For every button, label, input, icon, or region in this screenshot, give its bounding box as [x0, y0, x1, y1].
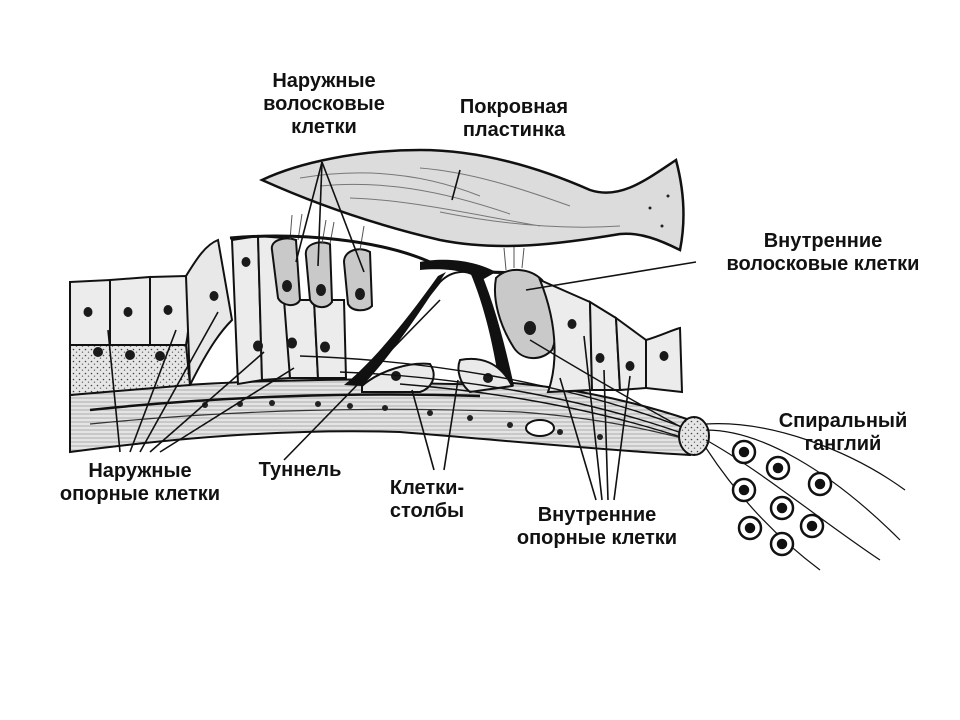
- label-line: Внутренние: [537, 504, 657, 526]
- label-outer-hair-cells: Наружные волосковые клетки: [246, 70, 402, 139]
- label-line: волосковые: [263, 93, 385, 115]
- tunnel-of-corti-art: [344, 259, 514, 388]
- outer-hair-cells-art: [270, 213, 374, 312]
- label-inner-hair-cells: Внутренние волосковые клетки: [698, 230, 948, 276]
- label-line: Внутренние: [763, 230, 883, 252]
- label-line: Покровная: [459, 96, 569, 118]
- label-line: Клетки-: [389, 477, 465, 499]
- label-line: Спиральный: [778, 410, 908, 432]
- inner-hair-cell-art: [494, 246, 558, 359]
- label-tectorial-membrane: Покровная пластинка: [436, 96, 592, 142]
- label-line: опорные клетки: [516, 527, 678, 549]
- label-spiral-ganglion: Спиральный ганглий: [758, 410, 928, 456]
- label-line: Наружные: [88, 460, 192, 482]
- label-line: опорные клетки: [59, 483, 221, 505]
- label-tunnel: Туннель: [250, 459, 350, 482]
- label-line: волосковые клетки: [726, 253, 920, 275]
- label-inner-supporting-cells: Внутренние опорные клетки: [490, 504, 704, 550]
- label-line: Туннель: [258, 459, 342, 481]
- tectorial-membrane-art: [259, 148, 685, 252]
- nerve-fibers-art: [299, 339, 691, 441]
- label-line: ганглий: [804, 433, 882, 455]
- label-line: Наружные: [272, 70, 376, 92]
- spiral-ganglion-art: [678, 416, 906, 571]
- basilar-membrane: [69, 378, 691, 457]
- inner-supporting-cells-art: [538, 278, 684, 394]
- label-line: столбы: [389, 500, 465, 522]
- label-pillar-cells: Клетки- столбы: [372, 477, 482, 523]
- label-outer-supporting-cells: Наружные опорные клетки: [40, 460, 240, 506]
- label-line: клетки: [291, 116, 357, 138]
- label-line: пластинка: [462, 119, 566, 141]
- leader-lines: [107, 161, 697, 501]
- outer-supporting-cells-art: [69, 238, 234, 397]
